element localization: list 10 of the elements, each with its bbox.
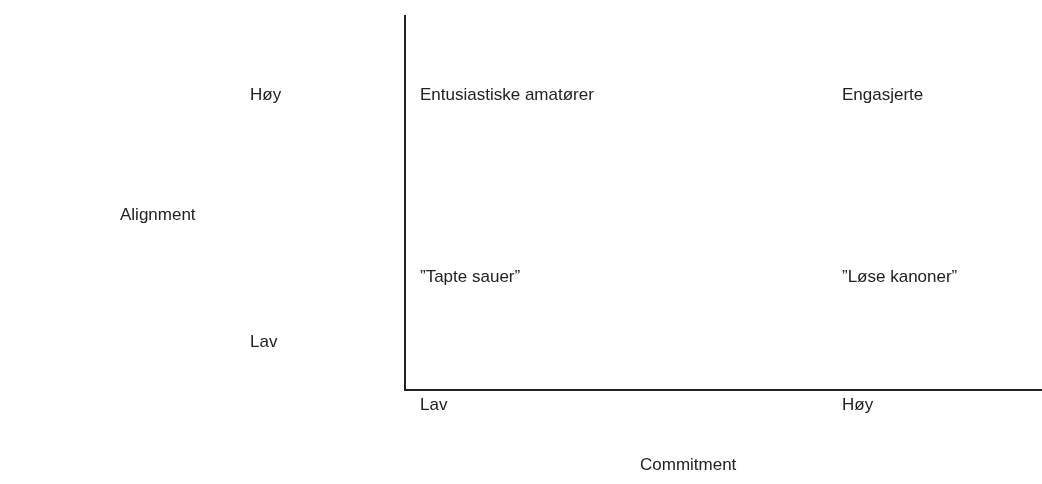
axis-tick-label: Høy <box>250 85 282 105</box>
axis-tick-label: Høy <box>842 395 874 415</box>
quadrant-label: ”Tapte sauer” <box>420 267 521 287</box>
quadrant-label: Entusiastiske amatører <box>420 85 594 105</box>
quadrant-label: Engasjerte <box>842 85 924 105</box>
axis-title: Alignment <box>120 205 196 225</box>
quadrant-label: ”Løse kanoner” <box>842 267 958 287</box>
axis-title: Commitment <box>640 455 737 475</box>
axis-tick-label: Lav <box>420 395 448 415</box>
axis-tick-label: Lav <box>250 332 278 352</box>
